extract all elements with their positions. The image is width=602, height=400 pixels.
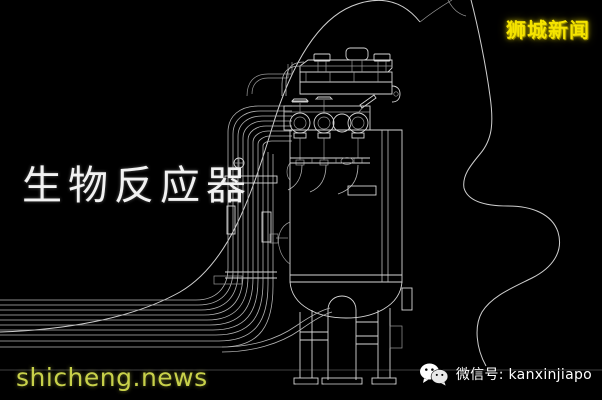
pipe-bundle-horizontal <box>0 299 222 348</box>
foot-plate-right <box>371 377 397 385</box>
site-watermark: shicheng.news <box>16 363 208 392</box>
page-title: 生物反应器 <box>22 163 252 209</box>
pipe-elbow-lower <box>195 150 274 348</box>
side-branch-lines <box>213 62 293 285</box>
wechat-id-label: 微信号: kanxinjiapo <box>455 367 592 383</box>
sight-glass-nameplate <box>347 185 377 196</box>
brand-logo[interactable]: 狮城新闻 <box>506 18 590 42</box>
valve-assembly-3 <box>347 94 377 164</box>
bottom-support-structure <box>221 295 403 385</box>
handwheel-3 <box>359 94 377 109</box>
pipe-elbow-upper <box>227 105 292 150</box>
top-nozzle-ports <box>313 47 391 72</box>
pipe-bundle-vertical <box>224 157 278 279</box>
valve-assembly-2 <box>313 96 352 166</box>
vessel-body <box>269 129 413 319</box>
wechat-icon <box>419 363 449 386</box>
foot-plate-left <box>293 377 319 385</box>
top-head-plate <box>281 47 401 103</box>
handwheel-1 <box>290 98 310 102</box>
valve-manifold <box>283 94 377 195</box>
valve-assembly-1 <box>289 98 311 166</box>
wechat-badge[interactable]: 微信号: kanxinjiapo <box>419 362 592 386</box>
